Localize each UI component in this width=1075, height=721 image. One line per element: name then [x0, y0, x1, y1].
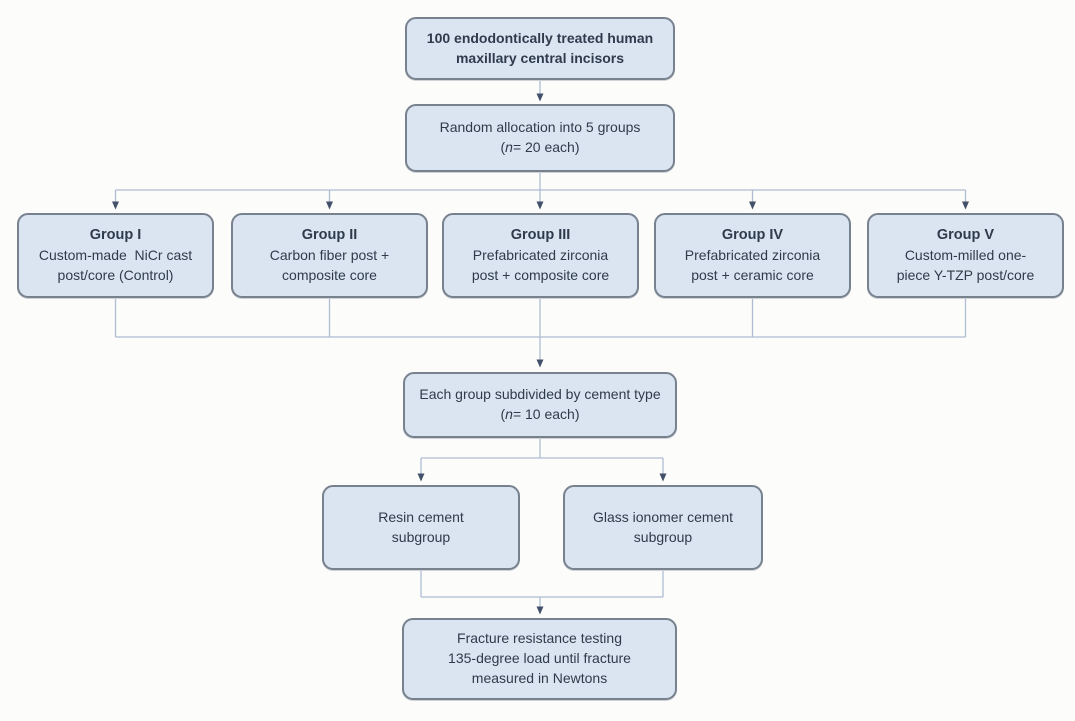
node-group-ii: Group II Carbon fiber post + composite c… [231, 213, 428, 298]
node-group-iv: Group IV Prefabricated zirconia post + c… [654, 213, 851, 298]
group-desc-line: Prefabricated zirconia [684, 246, 821, 263]
group-desc-line: Custom-made NiCr cast [38, 246, 193, 263]
group-desc-line: Prefabricated zirconia [472, 246, 609, 263]
node-text-line: Resin cement [378, 508, 464, 525]
node-text-line: subgroup [391, 528, 451, 545]
node-group-iii: Group III Prefabricated zirconia post + … [442, 213, 639, 298]
n-variable: n [505, 139, 513, 155]
group-desc-line: piece Y-TZP post/core [896, 266, 1035, 283]
node-n-line: (n= 10 each) [500, 406, 580, 422]
node-text-line: Glass ionomer cement [592, 508, 734, 525]
group-title: Group II [301, 227, 358, 244]
group-desc-line: post + composite core [471, 266, 610, 283]
node-text-line: 135-degree load until fracture [448, 650, 631, 667]
group-desc-line: post/core (Control) [57, 266, 174, 283]
node-outcome: Fracture resistance testing 135-degree l… [402, 618, 677, 700]
node-n-line: (n= 20 each) [500, 139, 580, 155]
group-title: Group III [510, 227, 571, 244]
group-title: Group I [89, 227, 142, 244]
node-subdivide: Each group subdivided by cement type (n=… [403, 372, 677, 438]
group-desc-line: Custom-milled one- [904, 246, 1027, 263]
node-subgroup-glass-ionomer: Glass ionomer cement subgroup [563, 485, 763, 570]
node-text-line: Each group subdivided by cement type [419, 386, 661, 403]
node-sample: 100 endodontically treated human maxilla… [405, 17, 675, 80]
node-group-v: Group V Custom-milled one- piece Y-TZP p… [867, 213, 1064, 298]
node-text-line: measured in Newtons [471, 669, 608, 686]
group-desc-line: post + ceramic core [691, 266, 814, 283]
group-desc-line: composite core [282, 266, 377, 283]
n-variable: n [505, 406, 513, 422]
group-desc-line: Carbon fiber post + [269, 246, 390, 263]
node-text-line: Fracture resistance testing [457, 630, 622, 647]
node-text-line: 100 endodontically treated human [426, 29, 654, 46]
node-text-line: subgroup [633, 528, 693, 545]
node-text-line: Random allocation into 5 groups [439, 119, 641, 136]
group-title: Group V [936, 227, 995, 244]
group-title: Group IV [721, 227, 784, 244]
node-group-i: Group I Custom-made NiCr cast post/core … [17, 213, 214, 298]
node-text-line: maxillary central incisors [455, 49, 625, 66]
node-subgroup-resin: Resin cement subgroup [322, 485, 520, 570]
node-allocation: Random allocation into 5 groups (n= 20 e… [405, 104, 675, 172]
